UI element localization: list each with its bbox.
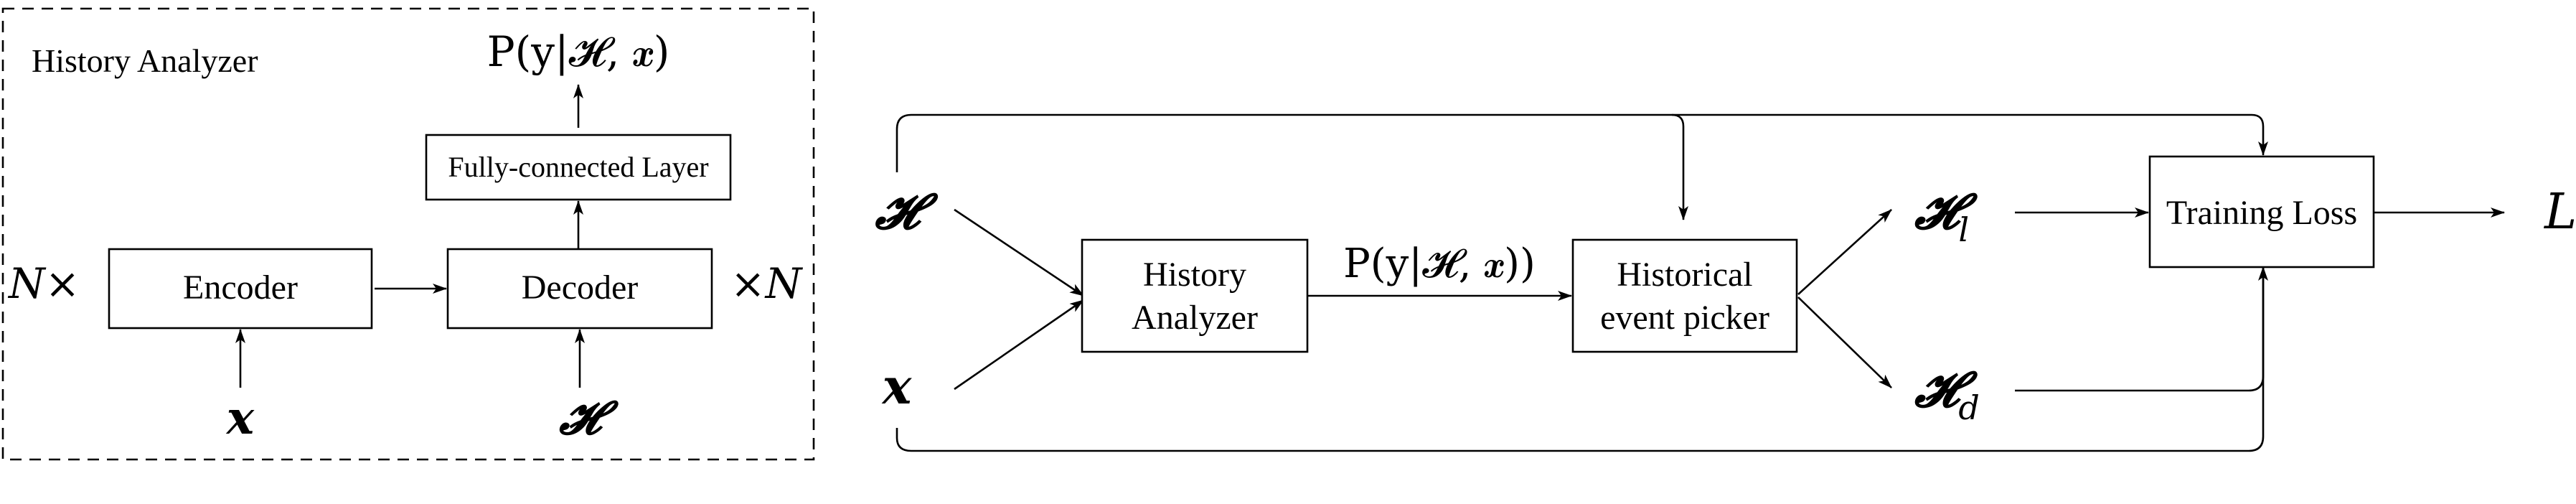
h-to-loss-loop — [1672, 113, 2268, 156]
pipeline-edge-label: P(y|𝓗, 𝒙)) — [1343, 241, 1536, 287]
decoder-box — [446, 248, 713, 330]
event-picker-line1: Historical — [1617, 256, 1752, 294]
training-loss-box — [2148, 155, 2375, 269]
pipeline-input-x: 𝒙 — [881, 358, 913, 416]
encoder-label: Encoder — [183, 269, 298, 307]
fc-layer-box — [425, 134, 732, 201]
encoder-repeat-label: N× — [7, 259, 80, 308]
training-loss-label: Training Loss — [2166, 194, 2357, 232]
pipeline-input-h: 𝓗 — [875, 183, 939, 241]
event-picker-box — [1571, 238, 1798, 353]
analyzer-panel-title: History Analyzer — [32, 42, 258, 79]
encoder-box — [108, 248, 373, 330]
x-to-loss-loop — [896, 266, 2268, 452]
output-hl-sub: l — [1958, 210, 1969, 249]
h-to-picker-loop — [896, 113, 1688, 220]
output-hl: 𝓗l — [1914, 183, 1978, 249]
decoder-input-h: 𝓗 — [559, 391, 619, 445]
x-to-analyzer-arrow — [954, 299, 1084, 391]
encoder-input-x: 𝒙 — [225, 391, 255, 445]
event-picker-line2: event picker — [1600, 299, 1769, 337]
decoder-repeat-label: ×N — [730, 259, 804, 308]
decoder-label: Decoder — [522, 269, 639, 307]
pipeline-analyzer-box — [1081, 238, 1309, 353]
h-to-analyzer-arrow — [954, 208, 1084, 297]
analyzer-output-label: P(y|𝓗, 𝒙) — [487, 27, 670, 76]
fc-layer-label: Fully-connected Layer — [448, 151, 708, 183]
output-hd: 𝓗d — [1914, 361, 1980, 427]
picker-to-hl-arrow — [1797, 209, 1892, 295]
picker-to-hd-arrow — [1797, 297, 1892, 388]
pipeline-analyzer-line2: Analyzer — [1132, 299, 1258, 337]
final-output-l: L — [2543, 184, 2576, 241]
pipeline-analyzer-line1: History — [1143, 256, 1246, 294]
analyzer-panel-border — [1, 7, 815, 461]
hd-to-loss-line — [2015, 267, 2265, 392]
output-hd-sub: d — [1958, 388, 1979, 427]
